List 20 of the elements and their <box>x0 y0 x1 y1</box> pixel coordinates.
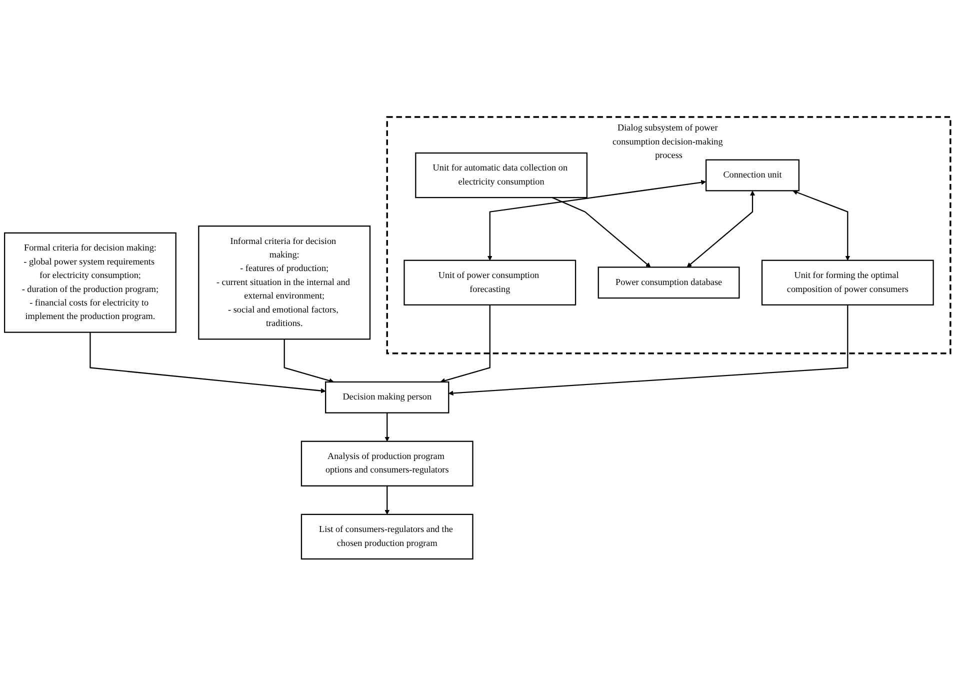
node-box: Unit for automatic data collection on electricity consumption <box>415 152 588 198</box>
arrow <box>487 180 706 261</box>
arrow <box>552 197 651 268</box>
node-box: Informal criteria for decision making: - features of production; - current situation in the internal and external environment; - social and emotional factors, traditions. <box>198 226 371 340</box>
arrow <box>384 486 390 515</box>
arrow <box>686 190 756 268</box>
node-box: Formal criteria for decision making: - global power system requirements for electricity consumption; - duration of the production program; - financial costs for electricity to implement the production program. <box>4 232 176 333</box>
node-box: List of consumers-regulators and the chosen production program <box>300 514 474 560</box>
arrow <box>448 304 848 396</box>
arrow <box>440 304 490 384</box>
node-box: Power consumption database <box>598 266 740 299</box>
arrow <box>90 332 326 394</box>
arrow <box>384 412 390 442</box>
arrow <box>284 339 334 384</box>
node-box: Connection unit <box>706 159 800 192</box>
node-box: Unit of power consumption forecasting <box>404 260 576 306</box>
node-box: Decision making person <box>325 381 450 414</box>
arrow <box>792 190 850 261</box>
node-box: Analysis of production program options and consumers-regulators <box>300 440 474 486</box>
node-box: Unit for forming the optimal composition of power consumers <box>761 260 934 306</box>
